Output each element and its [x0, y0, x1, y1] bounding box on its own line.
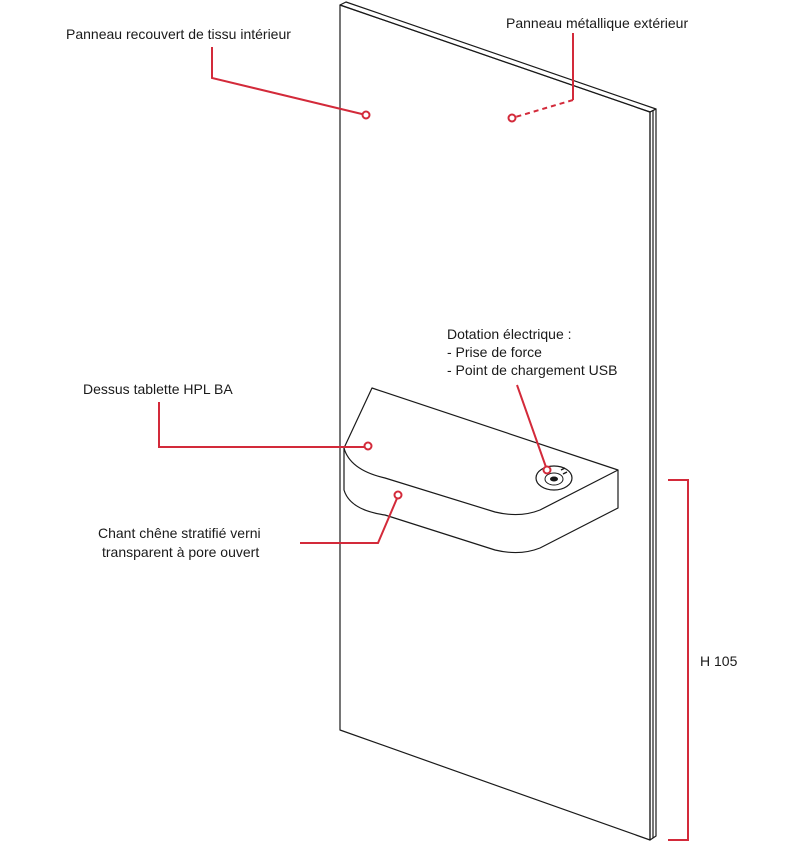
panel-side-edge: [649, 108, 657, 841]
panel-front-face: [339, 4, 651, 841]
panel: [339, 1, 657, 841]
tablet-side-face: [343, 448, 619, 554]
callout-point-edge: [393, 490, 403, 500]
label-tablet-top: Dessus tablette HPL BA: [83, 381, 233, 397]
label-edge-line-2: transparent à pore ouvert: [102, 544, 259, 560]
label-edge-line-1: Chant chêne stratifié verni: [98, 525, 261, 541]
leader-tablet-top: [158, 402, 373, 451]
callout-point-metal: [507, 113, 517, 123]
leader-electrical: [516, 384, 552, 475]
label-electric-title: Dotation électrique :: [447, 326, 572, 342]
label-height: H 105: [700, 653, 738, 669]
label-electric-item-2: - Point de chargement USB: [447, 362, 617, 378]
callout-point-electrical: [542, 465, 552, 475]
leader-fabric-panel: [211, 47, 371, 120]
height-dimension-bracket: [668, 479, 689, 841]
label-electric-item-1: - Prise de force: [447, 344, 542, 360]
label-fabric-panel: Panneau recouvert de tissu intérieur: [66, 26, 291, 42]
label-metal-panel: Panneau métallique extérieur: [506, 15, 688, 31]
power-socket-icon: [535, 465, 573, 491]
leader-metal-panel: [507, 33, 574, 123]
callout-point-fabric: [361, 110, 371, 120]
tablet-top-face: [343, 387, 619, 516]
leader-oak-edge: [300, 490, 403, 544]
callout-point-tablet-top: [363, 441, 373, 451]
